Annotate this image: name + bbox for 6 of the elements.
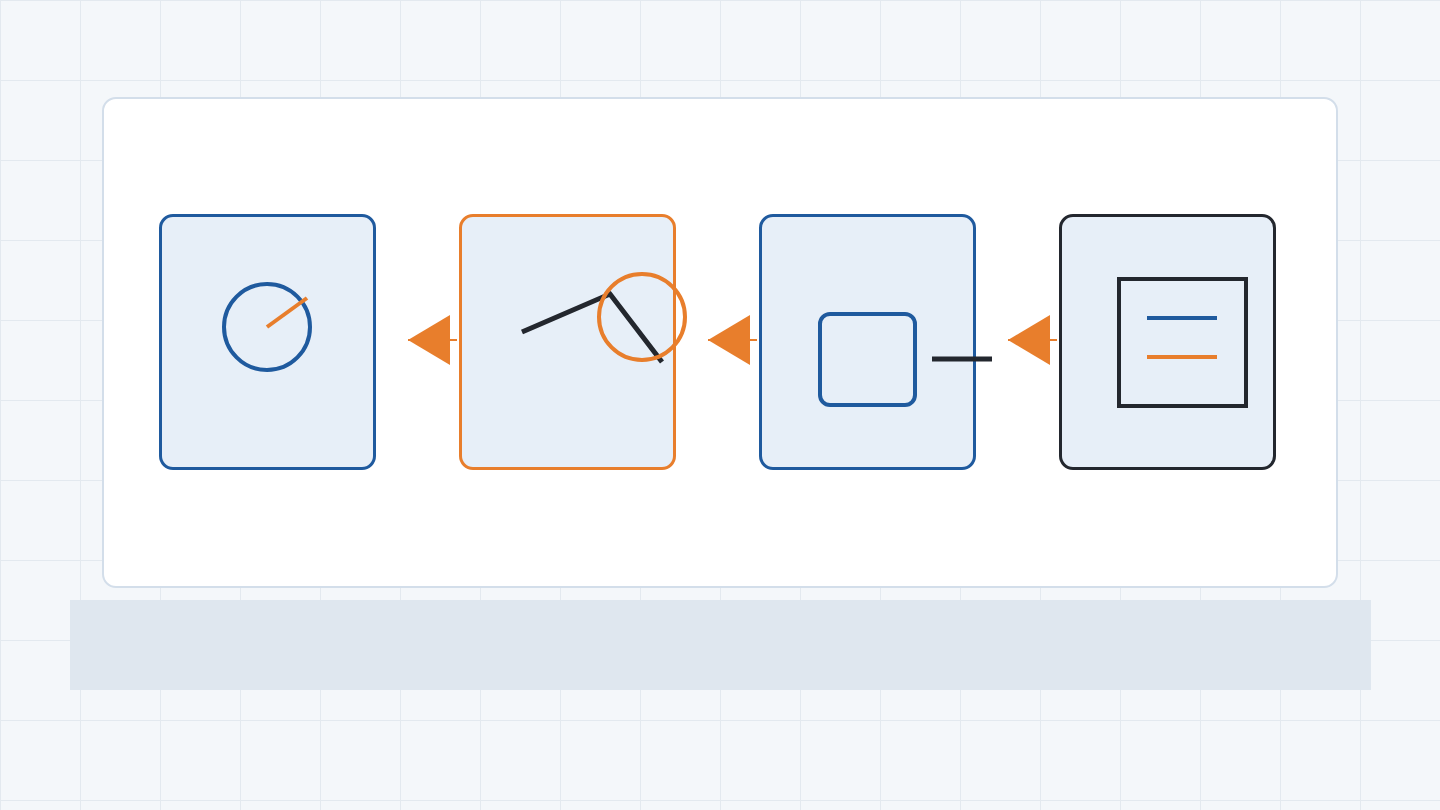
icon-card bbox=[159, 214, 376, 470]
arrow bbox=[1007, 315, 1058, 365]
diagram-panel bbox=[102, 97, 1338, 588]
icon-card bbox=[1059, 214, 1276, 470]
arrow bbox=[707, 315, 758, 365]
arrow bbox=[407, 315, 458, 365]
